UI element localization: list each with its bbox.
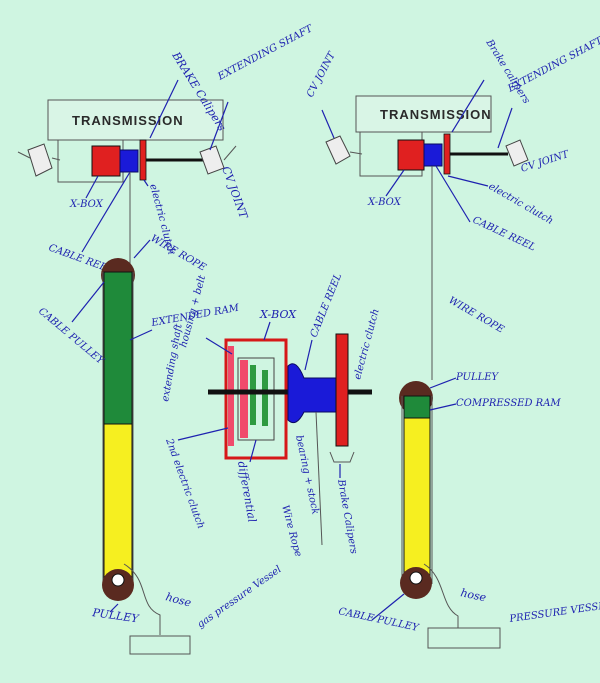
left-x-box-label: X-BOX <box>69 199 104 210</box>
left-transmission-box <box>47 99 224 141</box>
right-system: TRANSMISSION CV JOINT Brake calipers EXT… <box>305 35 600 649</box>
right-extending-shaft-leader <box>497 107 513 149</box>
detail-cable-reel-label: CABLE REEL <box>309 272 345 340</box>
detail-differential-label: differential <box>235 460 259 524</box>
detail-differential-green-b <box>262 370 268 426</box>
left-gas-pressure-vessel <box>129 635 191 655</box>
detail-wire-rope-label: Wire Rope <box>279 504 303 558</box>
right-cv-joint-top-leader <box>321 109 335 139</box>
right-transmission-box <box>355 95 492 133</box>
right-electric-clutch-label: electric clutch <box>487 181 555 227</box>
detail-second-clutch-label: 2nd electric clutch <box>163 436 206 530</box>
left-pulley-leader <box>109 603 119 613</box>
detail-differential-green-a <box>250 365 256 425</box>
right-compressed-ram-label: COMPRESSED RAM <box>456 398 561 409</box>
left-hose <box>123 563 161 635</box>
right-pressure-vessel-label: PRESSURE VESSEL <box>508 600 600 625</box>
right-electric-clutch-block <box>397 139 425 171</box>
detail-bearing-stock-label: bearing + stock <box>293 434 321 515</box>
detail-electric-clutch-label: electric clutch <box>352 308 381 381</box>
left-brake-calipers-leader <box>149 79 179 139</box>
right-brake-calipers-leader <box>451 79 485 133</box>
left-ram-rod-green <box>103 271 133 425</box>
right-cable-reel-leader <box>435 165 471 223</box>
detail-x-box-housing <box>224 338 288 460</box>
right-wire-rope-label: WIRE ROPE <box>447 295 507 336</box>
left-hose-label: hose <box>164 590 193 609</box>
right-x-box-leader <box>385 169 405 197</box>
left-extending-shaft-leader <box>209 101 229 151</box>
detail-second-clutch <box>228 346 234 446</box>
left-output-link <box>223 145 237 161</box>
right-hose-label: hose <box>459 586 487 604</box>
left-input-link <box>51 157 61 161</box>
right-compressed-ram-leader <box>429 403 457 411</box>
right-transmission-label: TRANSMISSION <box>380 107 492 122</box>
detail-x-box-label: X-BOX <box>259 308 297 321</box>
right-cv-joint-label: CV JOINT <box>520 149 572 175</box>
right-hose <box>423 563 459 628</box>
right-cable-pulley-leader <box>371 593 405 621</box>
detail-electric-clutch-plate <box>335 333 349 447</box>
detail-wire-rope <box>315 411 323 546</box>
left-wire-rope-leader <box>133 239 151 259</box>
right-x-box-label: X-BOX <box>367 197 402 208</box>
detail-x-box-leader <box>263 321 271 341</box>
left-extended-ram-leader <box>129 329 153 341</box>
right-input-cv-joint <box>325 135 351 165</box>
detail-second-clutch-leader <box>177 427 229 441</box>
detail-assembly: X-BOX housing + belt CABLE REEL electric… <box>160 272 382 559</box>
detail-brake-caliper <box>329 451 355 463</box>
right-output-cv-joint <box>505 139 529 167</box>
detail-cable-reel-leader <box>304 339 313 371</box>
right-brake-caliper-plate <box>443 133 451 175</box>
detail-brake-calipers-label: Brake Calipers <box>335 478 359 555</box>
detail-differential-left <box>240 360 248 438</box>
right-electric-clutch-leader <box>447 175 489 187</box>
right-cable-pulley-label: CABLE PULLEY <box>337 606 420 634</box>
left-pulley-label: PULLEY <box>91 606 141 626</box>
left-lower-pulley-hub <box>111 573 125 587</box>
detail-extending-shaft-label: extending shaft <box>160 322 185 402</box>
left-x-box-leader <box>85 175 99 199</box>
left-system: TRANSMISSION BRAKE Calipers EXTENDING SH… <box>17 23 316 655</box>
left-extending-shaft-label: EXTENDING SHAFT <box>215 23 315 83</box>
left-cv-joint-label: CV JOINT <box>219 165 250 222</box>
left-gas-pressure-vessel-label: gas pressure Vessel <box>195 564 283 630</box>
left-cable-reel-leader <box>81 171 131 253</box>
right-cv-joint-top-label: CV JOINT <box>305 49 339 99</box>
right-ram-cylinder-yellow <box>403 417 431 583</box>
right-extending-shaft-label: EXTENDING SHAFT <box>505 35 600 95</box>
right-cable-reel <box>423 143 443 167</box>
left-wire-rope-label: WIRE ROPE <box>149 233 209 274</box>
right-pulley-label: PULLEY <box>455 372 500 383</box>
left-brake-caliper-plate <box>139 139 147 181</box>
left-transmission-label: TRANSMISSION <box>72 113 184 128</box>
right-ram-rod-green <box>403 395 431 419</box>
right-cable-reel-label: CABLE REEL <box>471 215 538 254</box>
left-electric-clutch-leader <box>143 179 149 187</box>
left-cable-reel <box>119 149 139 173</box>
detail-housing-belt-leader <box>205 337 233 355</box>
right-lower-cable-pulley-hub <box>409 571 423 585</box>
right-pressure-vessel <box>427 627 501 649</box>
left-input-cv-joint <box>27 143 53 177</box>
detail-differential-leader <box>249 439 257 463</box>
left-ram-cylinder-yellow <box>103 423 133 585</box>
left-input-shaft <box>17 151 31 159</box>
left-cable-pulley-leader <box>71 281 105 323</box>
left-cable-pulley-label: CABLE PULLEY <box>36 306 107 368</box>
left-electric-clutch-block <box>91 145 121 177</box>
right-pulley-leader <box>429 377 457 389</box>
right-input-link <box>349 151 363 155</box>
